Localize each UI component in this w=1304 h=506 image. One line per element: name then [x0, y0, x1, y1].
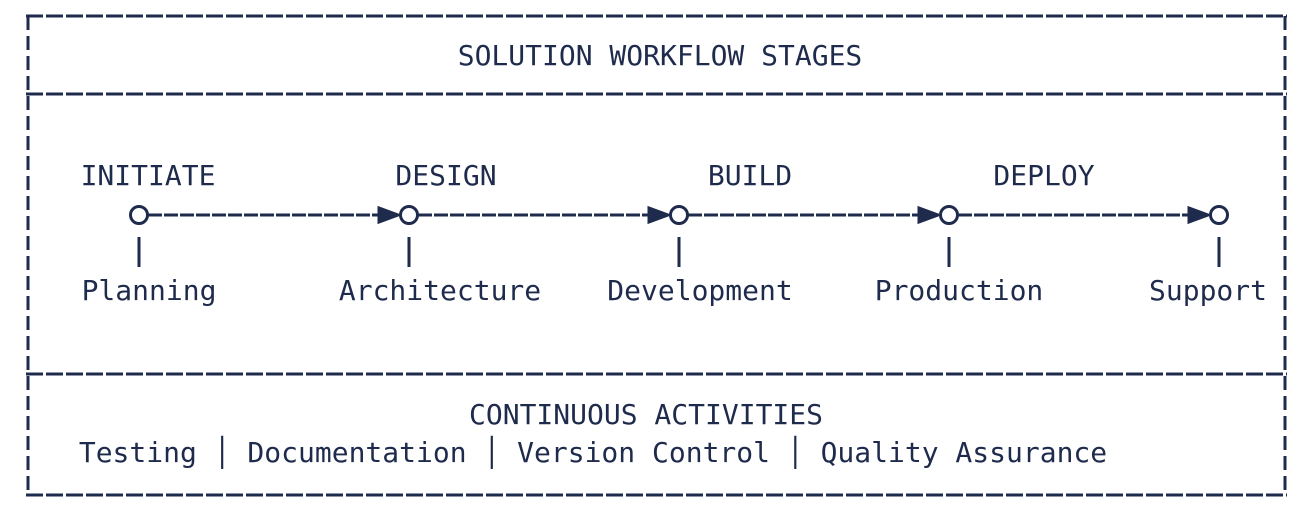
node-label-planning: Planning	[81, 274, 217, 307]
node-circle-planning	[129, 205, 149, 225]
node-circle-support	[1209, 205, 1229, 225]
node-label-production: Production	[874, 274, 1044, 307]
node-label-architecture: Architecture	[338, 274, 542, 307]
continuous-activities-list: Testing │ Documentation │ Version Contro…	[78, 436, 1108, 469]
arrow-head-4	[1187, 205, 1213, 225]
timeline-arrows	[148, 205, 1213, 225]
node-label-support: Support	[1148, 274, 1268, 307]
arrow-head-3	[917, 205, 943, 225]
node-circle-architecture	[399, 205, 419, 225]
node-circle-development	[669, 205, 689, 225]
stage-label-design: DESIGN	[395, 159, 497, 192]
node-circle-production	[939, 205, 959, 225]
stage-label-deploy: DEPLOY	[993, 159, 1095, 192]
arrow-head-2	[647, 205, 673, 225]
stage-label-initiate: INITIATE	[80, 159, 216, 192]
diagram-title: SOLUTION WORKFLOW STAGES	[457, 39, 863, 72]
continuous-activities-heading: CONTINUOUS ACTIVITIES	[468, 398, 824, 431]
outer-border	[26, 14, 1287, 497]
stage-label-build: BUILD	[707, 159, 793, 192]
node-label-development: Development	[607, 274, 793, 307]
arrow-head-1	[377, 205, 403, 225]
timeline-nodes	[129, 205, 1229, 267]
